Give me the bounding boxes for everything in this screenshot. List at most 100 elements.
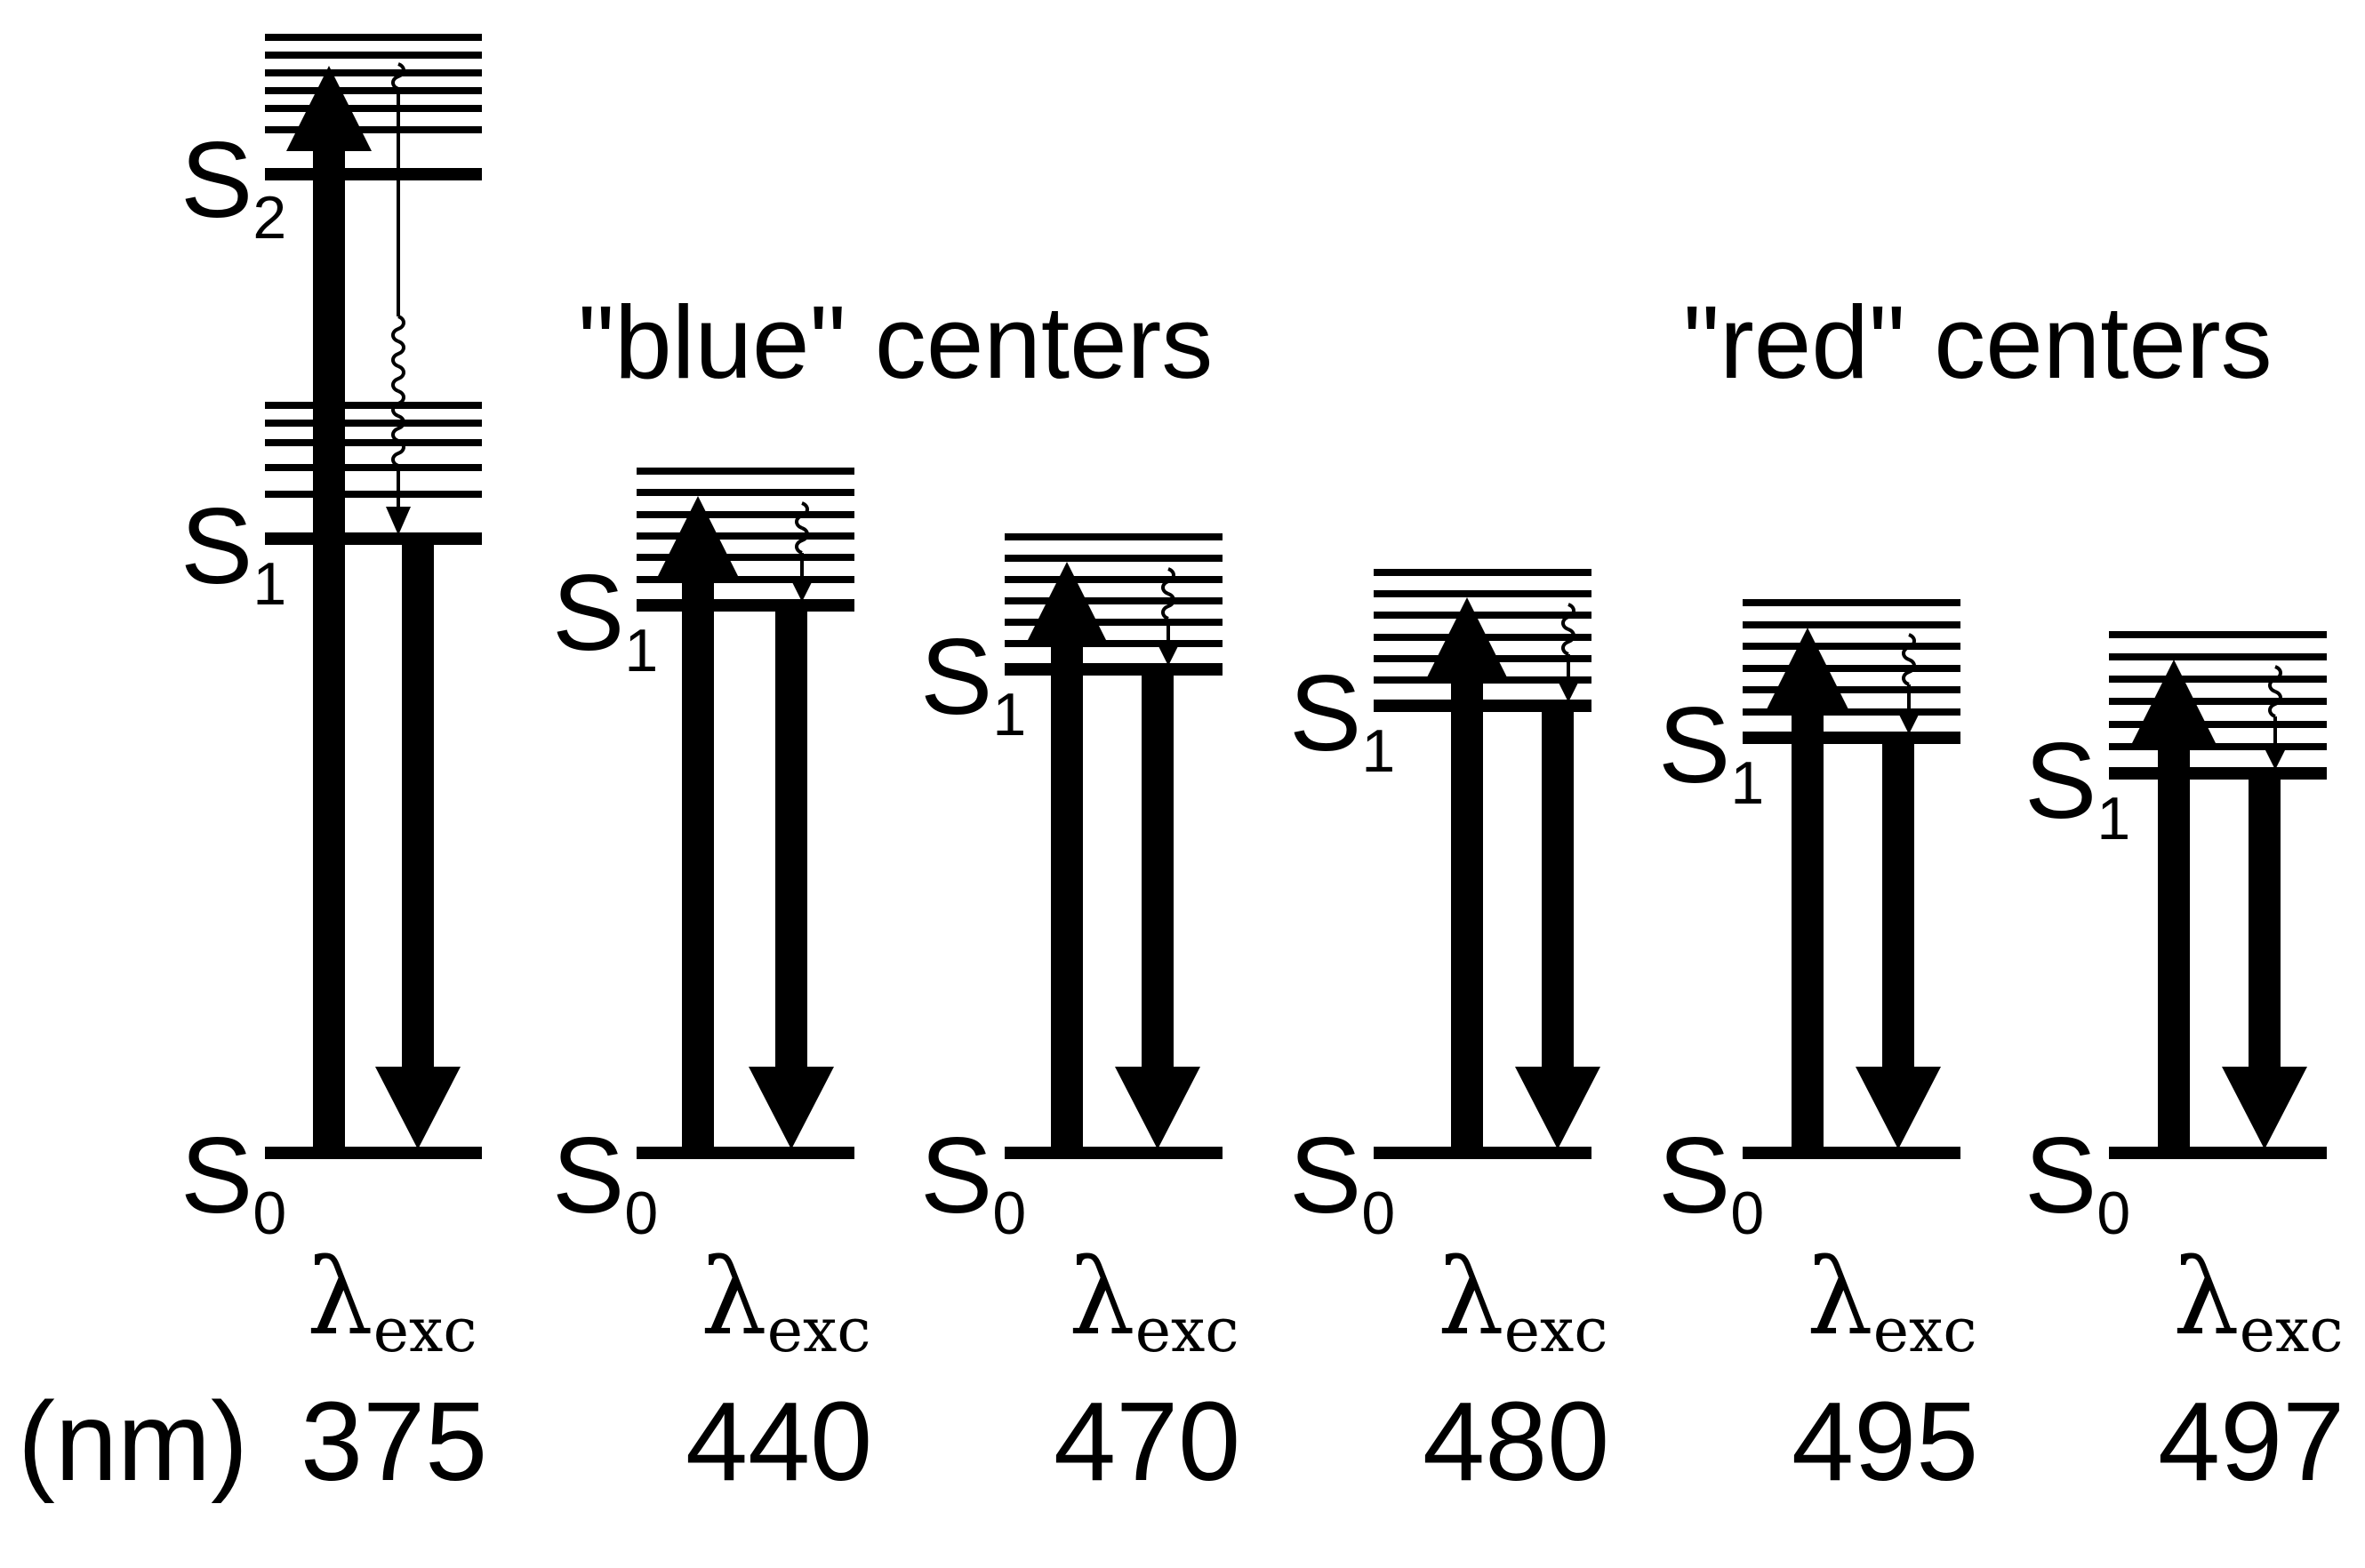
lambda-subscript: exc xyxy=(1504,1296,1608,1366)
lambda-subscript: exc xyxy=(1135,1296,1239,1366)
state-label: S xyxy=(1658,684,1730,805)
panel-375 xyxy=(265,34,482,1159)
svg-text:S1: S1 xyxy=(180,485,286,618)
state-label: S xyxy=(180,119,253,240)
lambda-symbol: λ xyxy=(1807,1236,1873,1358)
lambda-subscript: exc xyxy=(767,1296,871,1366)
absorption-arrow xyxy=(1051,642,1083,1153)
emission-arrow xyxy=(1142,669,1174,1067)
state-label: S xyxy=(2024,720,2096,841)
absorption-arrow xyxy=(2158,740,2190,1153)
lambda-subscript: exc xyxy=(1873,1296,1977,1366)
state-label: S xyxy=(920,1115,992,1236)
state-label: S xyxy=(180,485,253,606)
state-subscript: 0 xyxy=(2096,1180,2130,1247)
svg-text:λexc: λexc xyxy=(307,1236,477,1366)
svg-text:S1: S1 xyxy=(920,616,1026,748)
relaxation-arrow xyxy=(1561,603,1575,679)
state-subscript: 1 xyxy=(992,681,1026,748)
panel-480 xyxy=(1374,569,1600,1159)
state-subscript: 0 xyxy=(1730,1180,1764,1247)
absorption-arrow-head xyxy=(2131,660,2217,745)
relaxation-arrow-head xyxy=(1557,679,1580,702)
state-subscript: 2 xyxy=(253,184,286,252)
svg-text:S0: S0 xyxy=(1289,1115,1395,1247)
lambda-symbol: λ xyxy=(307,1236,373,1358)
state-label: S xyxy=(2024,1115,2096,1236)
relaxation-arrow-head xyxy=(790,579,814,602)
absorption-arrow-head xyxy=(286,66,372,151)
svg-text:S0: S0 xyxy=(2024,1115,2130,1247)
absorption-arrow xyxy=(1451,677,1483,1153)
emission-arrow xyxy=(775,605,807,1067)
state-label: S xyxy=(180,1115,253,1236)
lambda-subscript: exc xyxy=(373,1296,477,1366)
state-subscript: 0 xyxy=(253,1180,286,1247)
svg-text:λexc: λexc xyxy=(701,1236,870,1366)
panel-495 xyxy=(1743,599,1960,1159)
lambda-symbol: λ xyxy=(2173,1236,2240,1358)
svg-text:S0: S0 xyxy=(180,1115,286,1247)
absorption-arrow-head xyxy=(1765,628,1850,713)
relaxation-arrow-s2-s1 xyxy=(391,62,405,507)
wavelength-value: 495 xyxy=(1792,1379,1978,1504)
svg-text:S1: S1 xyxy=(552,552,658,684)
blue-centers-heading: "blue" centers xyxy=(578,284,1213,400)
emission-arrow xyxy=(1882,738,1914,1067)
state-subscript: 1 xyxy=(1730,749,1764,817)
relaxation-arrow xyxy=(2268,665,2282,747)
panel-497 xyxy=(2109,631,2327,1159)
absorption-arrow-head xyxy=(1424,597,1510,683)
wavelength-value: 375 xyxy=(301,1379,487,1504)
svg-text:S1: S1 xyxy=(1658,684,1764,817)
s1-vibrational-levels xyxy=(265,402,482,498)
state-label: S xyxy=(552,1115,624,1236)
relaxation-arrow-head xyxy=(2264,747,2287,770)
lambda-subscript: exc xyxy=(2240,1296,2344,1366)
svg-text:S0: S0 xyxy=(552,1115,658,1247)
state-subscript: 0 xyxy=(1361,1180,1395,1247)
emission-arrow-head xyxy=(1115,1067,1200,1149)
state-subscript: 1 xyxy=(2096,785,2130,852)
absorption-arrow-head xyxy=(1024,562,1110,647)
s2-vibrational-levels xyxy=(265,34,482,133)
relaxation-arrow-head xyxy=(1897,711,1920,734)
red-centers-heading: "red" centers xyxy=(1683,284,2273,400)
wavelength-value: 440 xyxy=(685,1379,872,1504)
wavelength-unit-label: (nm) xyxy=(18,1379,248,1504)
svg-text:λexc: λexc xyxy=(2173,1236,2343,1366)
svg-text:S1: S1 xyxy=(1289,652,1395,785)
emission-arrow-head xyxy=(1515,1067,1600,1149)
relaxation-arrow-head xyxy=(1157,643,1180,666)
svg-text:λexc: λexc xyxy=(1807,1236,1976,1366)
lambda-symbol: λ xyxy=(1069,1236,1135,1358)
svg-text:S1: S1 xyxy=(2024,720,2130,852)
absorption-arrow xyxy=(313,149,345,1148)
relaxation-arrow xyxy=(1161,567,1175,643)
panel-470 xyxy=(1005,533,1223,1159)
lambda-symbol: λ xyxy=(1438,1236,1504,1358)
panel-375-labels: S2 S1 S0 λexc 375 xyxy=(180,119,487,1504)
relaxation-arrow xyxy=(1902,633,1916,711)
emission-arrow-head xyxy=(1856,1067,1941,1149)
emission-arrow xyxy=(402,539,434,1068)
relaxation-arrow xyxy=(795,501,809,579)
absorption-arrow-head xyxy=(655,496,741,581)
absorption-arrow xyxy=(682,576,714,1153)
state-subscript: 1 xyxy=(253,550,286,618)
state-subscript: 1 xyxy=(624,617,658,684)
emission-arrow xyxy=(2249,773,2281,1067)
wavelength-value: 480 xyxy=(1423,1379,1609,1504)
panel-440 xyxy=(637,468,854,1159)
relaxation-arrow-head xyxy=(386,507,411,535)
emission-arrow xyxy=(1542,706,1574,1067)
lambda-symbol: λ xyxy=(701,1236,767,1358)
emission-arrow-head xyxy=(749,1067,834,1149)
state-label: S xyxy=(1289,1115,1361,1236)
state-label: S xyxy=(1289,652,1361,773)
